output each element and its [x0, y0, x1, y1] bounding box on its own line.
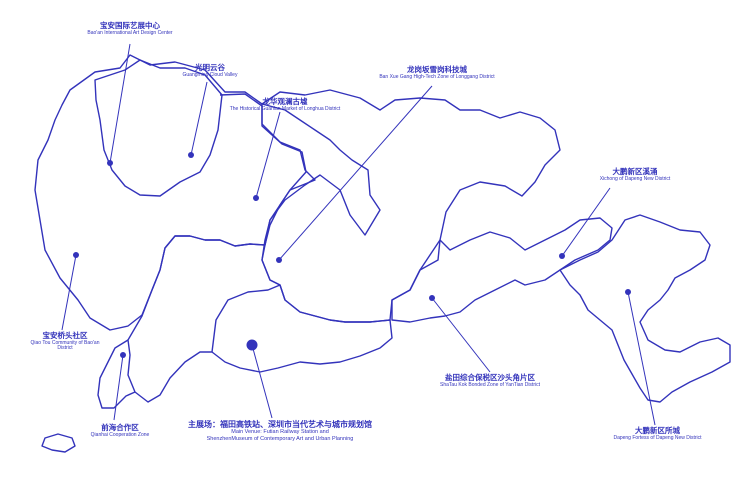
label-qiaotou-en: Qiao Tou Community of Bao'an [30, 339, 100, 346]
marker-guanlan[interactable] [253, 195, 259, 201]
label-main-venue-en2: ShenzhenMuseum of Contemporary Art and U… [206, 435, 354, 442]
label-qiaotou-zh: 宝安桥头社区 [42, 331, 88, 340]
label-guangming: 光明云谷 Guangming Cloud Valley [165, 63, 255, 78]
district-outline-dapeng [559, 214, 731, 403]
marker-shatoujiao[interactable] [429, 295, 435, 301]
label-shatoujiao-en: ShaTau Kok Bonded Zone of YanTian Distri… [440, 381, 540, 388]
label-xichong: 大鹏新区溪涌 Xichong of Dapeng New District [580, 167, 690, 182]
label-shatoujiao: 盐田综合保税区沙头角片区 ShaTau Kok Bonded Zone of Y… [420, 373, 560, 388]
location-markers [73, 152, 631, 358]
marker-xichong[interactable] [559, 253, 565, 259]
district-boundaries [34, 54, 731, 453]
label-guanlan: 龙华观澜古墟 The Historical Guanlan Market of … [210, 97, 360, 112]
district-outline-luohu-yantian [391, 217, 613, 323]
label-qianhai-en: Qianhai Cooperation Zone [90, 431, 150, 438]
leader-lines [61, 43, 656, 426]
label-banxuegang-en: Ban Xue Gang High-Tech Zone of Longgang … [379, 73, 495, 80]
district-outline-qianhai-coast [97, 339, 136, 409]
label-dapeng-fortress: 大鹏新区所城 Dapeng Fortess of Dapeng New Dist… [590, 426, 725, 441]
district-outline-futian-inner [211, 284, 281, 353]
label-main-venue-en: Main Venue: Futian Railway Station and [231, 429, 329, 436]
label-baoan-art-en: Bao'an International Art Design Center [87, 29, 173, 36]
label-baoan-art-zh: 宝安国际艺展中心 [100, 21, 160, 30]
marker-dapeng-fortress[interactable] [625, 289, 631, 295]
label-xichong-zh: 大鹏新区溪涌 [612, 167, 658, 176]
label-banxuegang: 龙岗坂雪岗科技城 Ban Xue Gang High-Tech Zone of … [352, 65, 522, 80]
marker-baoan-art[interactable] [107, 160, 113, 166]
marker-banxuegang[interactable] [276, 257, 282, 263]
district-outline-guangming [94, 59, 223, 197]
label-shatoujiao-zh: 盐田综合保税区沙头角片区 [445, 373, 535, 382]
district-outline-longhua [219, 93, 307, 246]
label-main-venue-zh: 主展场：福田高铁站、深圳市当代艺术与城市规划馆 [188, 420, 372, 429]
marker-qianhai[interactable] [120, 352, 126, 358]
label-qianhai: 前海合作区 Qianhai Cooperation Zone [70, 423, 170, 438]
label-dapeng-fortress-en: Dapeng Fortess of Dapeng New District [613, 434, 702, 441]
label-xichong-en: Xichong of Dapeng New District [599, 175, 671, 182]
district-outline-nanshan-futian [127, 235, 393, 403]
label-guanlan-en: The Historical Guanlan Market of Longhua… [229, 105, 341, 112]
label-guangming-en: Guangming Cloud Valley [182, 71, 238, 78]
label-banxuegang-zh: 龙岗坂雪岗科技城 [407, 65, 467, 74]
label-guanlan-zh: 龙华观澜古墟 [262, 97, 308, 106]
label-baoan-art: 宝安国际艺展中心 Bao'an International Art Design… [75, 21, 185, 36]
marker-main-venue[interactable] [246, 339, 258, 351]
marker-qiaotou[interactable] [73, 252, 79, 258]
label-qianhai-zh: 前海合作区 [101, 423, 139, 432]
label-guangming-zh: 光明云谷 [195, 63, 225, 72]
marker-guangming[interactable] [188, 152, 194, 158]
island-outline [41, 433, 76, 453]
label-main-venue: 主展场：福田高铁站、深圳市当代艺术与城市规划馆 Main Venue: Futi… [180, 420, 380, 442]
label-qiaotou-en2: District [57, 345, 73, 352]
label-qiaotou: 宝安桥头社区 Qiao Tou Community of Bao'an Dist… [10, 331, 120, 352]
label-dapeng-fortress-zh: 大鹏新区所城 [635, 426, 680, 435]
